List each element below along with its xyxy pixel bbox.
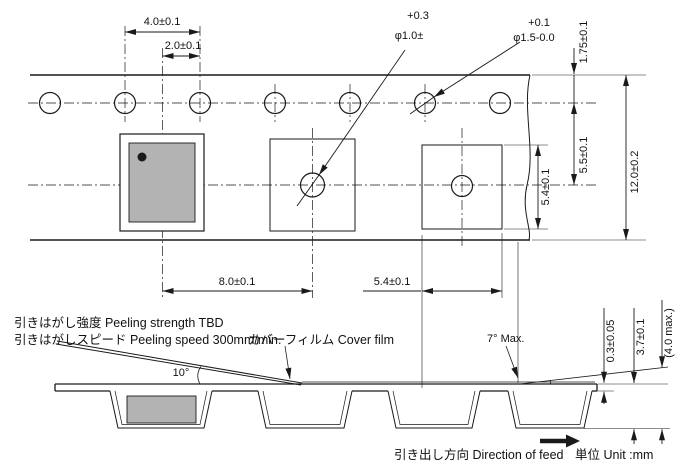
sprocket-holes <box>38 91 512 115</box>
peel-speed-label: 引きはがしスピード Peeling speed 300mm/min. <box>14 332 281 347</box>
center-hole-tolerance-label: +0.3 <box>407 10 429 22</box>
sprocket-hole <box>263 91 287 115</box>
component-chip-side <box>126 395 197 424</box>
peel-angle-arc <box>197 366 202 385</box>
pocket-3 <box>421 144 503 230</box>
feed-direction-arrow <box>540 434 580 448</box>
sprocket-hole-diameter-label: φ1.5-0.0 <box>513 32 554 44</box>
dim-pocket-height-label: 5.4±0.1 <box>540 169 552 206</box>
pocket-2 <box>269 138 356 232</box>
center-lines <box>28 26 596 298</box>
tape-break-line <box>524 74 531 241</box>
unit-label: 単位 Unit :mm <box>575 447 653 462</box>
tape-bottom-surface <box>54 384 598 392</box>
dim-total-height-label: 3.7±0.1 <box>635 319 647 356</box>
sprocket-hole <box>413 91 437 115</box>
dim-tape-width-label: 12.0±0.2 <box>629 151 641 194</box>
dim-offset-label: 2.0±0.1 <box>165 40 202 52</box>
embossed-pockets <box>109 390 593 429</box>
peeled-cover-film <box>55 340 303 386</box>
cover-film-label: カバーフィルム Cover film <box>248 333 394 347</box>
sprocket-hole <box>113 91 137 115</box>
pocket-center-hole <box>450 174 474 198</box>
center-hole-diameter-label: φ1.0± <box>395 30 423 42</box>
bend-angle-arc <box>549 380 551 385</box>
bend-angle-label: 7° Max. <box>487 333 524 345</box>
sprocket-hole <box>488 91 512 115</box>
cover-film-leader <box>284 345 292 380</box>
side-dimension-lines <box>584 300 670 444</box>
pin1-marker-dot <box>137 152 147 162</box>
dim-edge-to-hole-label: 1.75±0.1 <box>578 21 590 64</box>
dim-tape-thickness-label: 0.3±0.05 <box>605 320 617 363</box>
peel-angle-label: 10° <box>173 367 190 379</box>
dim-pitch-label: 4.0±0.1 <box>144 16 181 28</box>
dim-pocket-width-label: 5.4±0.1 <box>374 276 411 288</box>
dim-max-height-label: (4.0 max.) <box>663 308 675 358</box>
side-view: 引きはがし強度 Peeling strength TBD 引きはがしスピード P… <box>14 300 675 462</box>
bend-angle-leader <box>505 345 519 379</box>
dim-pocket-pitch-label: 8.0±0.1 <box>219 276 256 288</box>
pocket-center-hole <box>299 172 326 198</box>
sprocket-hole <box>338 91 362 115</box>
top-dimension-lines <box>125 29 646 388</box>
sprocket-hole-tolerance-label: +0.1 <box>528 17 550 29</box>
top-view: 4.0±0.1 2.0±0.1 +0.3 φ1.0± +0.1 φ1.5-0.0… <box>28 10 646 388</box>
sprocket-hole <box>188 91 212 115</box>
feed-direction-label: 引き出し方向 Direction of feed <box>394 447 564 462</box>
bend-limit-line <box>519 366 669 385</box>
pocket-1 <box>119 133 205 232</box>
sprocket-hole <box>38 91 62 115</box>
dim-hole-to-pocket-label: 5.5±0.1 <box>578 137 590 174</box>
peel-strength-label: 引きはがし強度 Peeling strength TBD <box>14 315 224 330</box>
